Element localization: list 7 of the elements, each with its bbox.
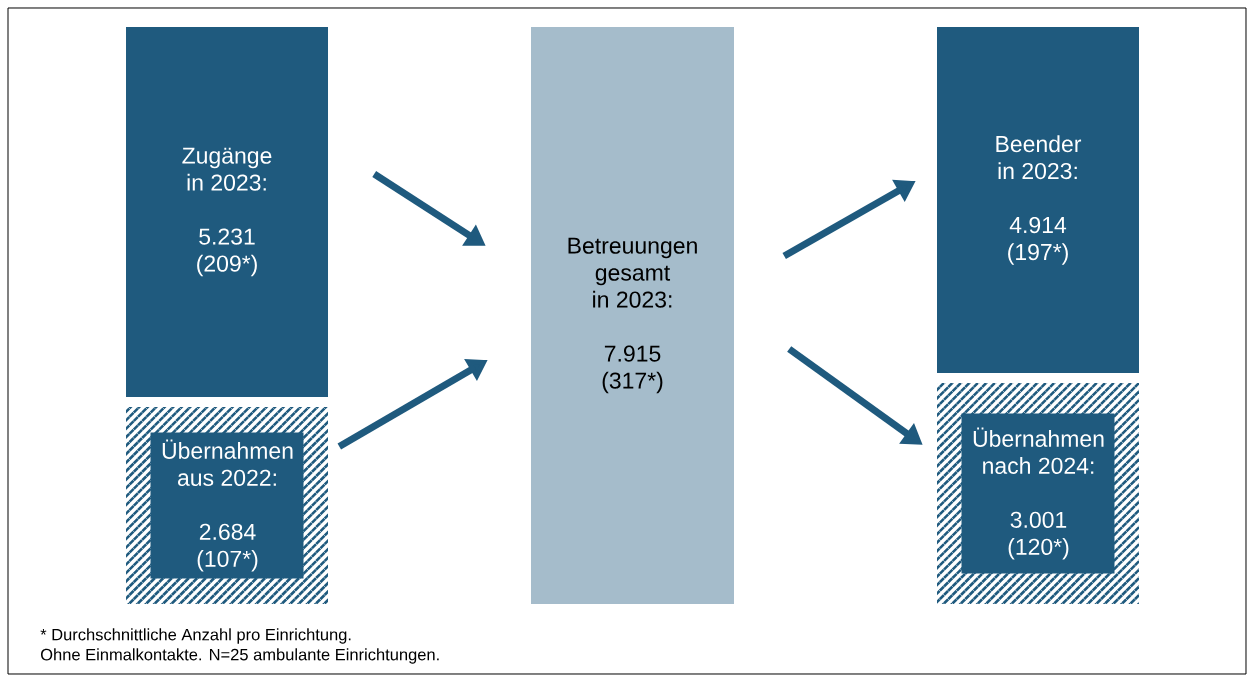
- footnote: Ohne Einmalkontakte. N=25 ambulante Einrichtungen.: [41, 648, 439, 664]
- hatched-box: Übernahmen nach 2024: 3.001 (120*): [961, 413, 1115, 574]
- hatched-box: Übernahmen aus 2022: 2.684 (107*): [150, 432, 304, 579]
- count-box: Zugänge in 2023: 5.231 (209*): [126, 27, 328, 397]
- count-box: Beender in 2023: 4.914 (197*): [937, 27, 1139, 373]
- total-box: Betreuungen gesamt in 2023: 7.915 (317*): [531, 27, 734, 604]
- footnote: * Durchschnittliche Anzahl pro Einrichtung.: [40, 628, 351, 644]
